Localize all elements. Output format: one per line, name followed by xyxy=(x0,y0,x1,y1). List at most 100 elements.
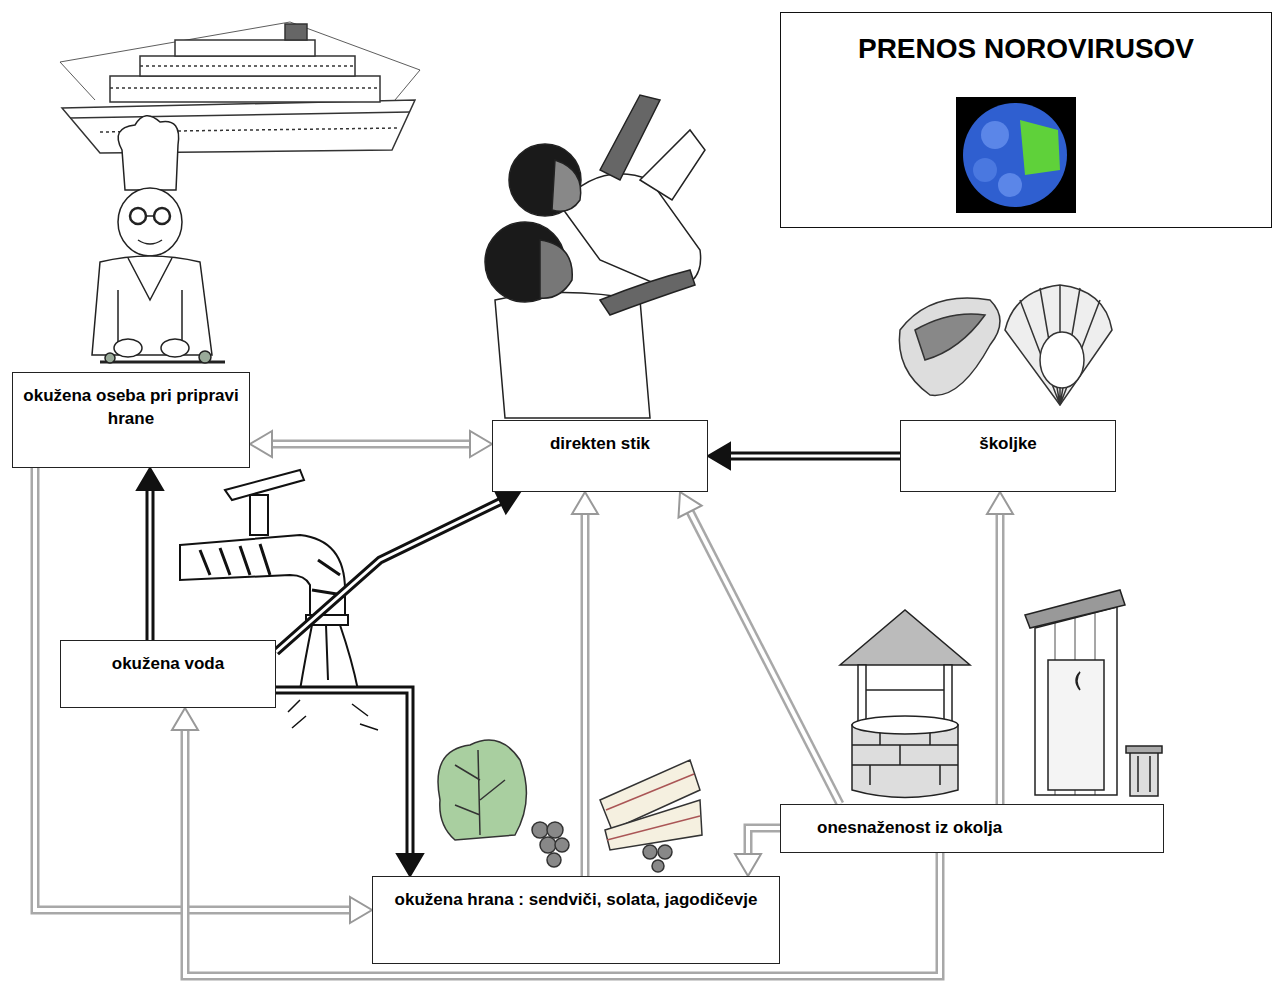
connector-line xyxy=(146,490,155,640)
shellfish xyxy=(1005,285,1112,405)
process-box: onesnaženost iz okolja xyxy=(780,804,1164,853)
process-box: okužena oseba pri pripravi hrane xyxy=(12,372,250,468)
norovirus-image xyxy=(1020,120,1060,175)
well xyxy=(840,610,970,665)
parent-and-child xyxy=(600,95,660,180)
arrow-head xyxy=(250,431,272,457)
box-label: okužena voda xyxy=(69,653,267,676)
connector-line xyxy=(730,452,900,461)
cruise-ship xyxy=(62,100,415,153)
connector-arrow xyxy=(35,468,372,923)
food xyxy=(547,853,561,867)
norovirus-image xyxy=(956,97,1076,213)
chef-figure xyxy=(118,188,182,256)
shellfish xyxy=(899,285,1112,405)
connector-line-inner xyxy=(149,490,152,640)
box-label: onesnaženost iz okolja xyxy=(817,817,1155,840)
connector-line xyxy=(690,512,840,804)
box-label: direkten stik xyxy=(501,433,699,456)
connector-arrow xyxy=(678,492,840,804)
trash-can xyxy=(1138,756,1150,792)
water-tap xyxy=(180,535,345,615)
parent-and-child xyxy=(600,270,695,315)
parent-and-child xyxy=(552,160,581,211)
food xyxy=(455,750,505,835)
connector-line-inner xyxy=(35,468,350,910)
arrow-head xyxy=(708,443,730,469)
parent-and-child xyxy=(485,95,705,418)
connector-line-inner xyxy=(998,514,1002,804)
food xyxy=(605,800,702,850)
process-box: direkten stik xyxy=(492,420,708,492)
food xyxy=(547,822,563,838)
connector-arrow xyxy=(735,828,780,876)
box-label: okužena oseba pri pripravi hrane xyxy=(21,385,241,431)
parent-and-child xyxy=(495,293,650,419)
outhouse xyxy=(1025,590,1125,795)
arrow-head xyxy=(137,468,163,490)
chef-figure xyxy=(92,256,212,355)
cruise-ship xyxy=(175,40,315,56)
arrow-head xyxy=(678,492,701,518)
diagram-title: PRENOS NOROVIRUSOV xyxy=(781,13,1271,65)
connector-line-inner xyxy=(583,514,587,876)
process-box: okužena hrana : sendviči, solata, jagodi… xyxy=(372,876,780,964)
well xyxy=(858,665,866,725)
connector-line-inner xyxy=(276,690,410,854)
arrow-head xyxy=(495,490,520,513)
shellfish xyxy=(899,298,1000,395)
connector-arrow xyxy=(708,443,900,469)
well xyxy=(866,689,944,691)
shellfish xyxy=(1040,332,1084,388)
chef-figure xyxy=(154,208,170,224)
connector-line-inner xyxy=(185,730,940,976)
water-tap xyxy=(288,700,378,730)
connector-line-inner xyxy=(748,828,780,854)
arrow-head xyxy=(397,854,423,876)
water-tap xyxy=(250,495,268,535)
well xyxy=(852,725,958,798)
food xyxy=(540,837,556,853)
food xyxy=(438,740,526,840)
shellfish xyxy=(1020,285,1100,405)
arrow-head xyxy=(172,708,198,730)
chef-figure xyxy=(138,240,162,244)
norovirus-image xyxy=(973,158,997,182)
norovirus-image xyxy=(956,97,1076,213)
food xyxy=(438,740,702,872)
connector-line xyxy=(185,730,940,976)
box-label: školjke xyxy=(909,433,1107,456)
food xyxy=(607,816,700,840)
chef-figure xyxy=(146,215,154,217)
arrow-head xyxy=(572,492,598,514)
chef-figure xyxy=(118,116,179,190)
box-label: okužena hrana : sendviči, solata, jagodi… xyxy=(381,889,771,912)
well xyxy=(944,665,952,725)
outhouse xyxy=(1076,672,1080,690)
connector-line xyxy=(272,440,470,449)
connector-arrow xyxy=(276,490,520,652)
food xyxy=(643,845,657,859)
arrow-head xyxy=(350,897,372,923)
connector-line xyxy=(35,468,350,910)
parent-and-child xyxy=(540,240,572,298)
outhouse xyxy=(1048,660,1104,790)
cruise-ship xyxy=(60,22,420,153)
chef-figure xyxy=(114,339,142,357)
connector-line xyxy=(748,828,780,854)
chef-figure xyxy=(130,208,146,224)
arrow-head xyxy=(735,854,761,876)
connector-line-inner xyxy=(276,502,500,652)
food xyxy=(658,845,672,859)
connector-arrow xyxy=(250,431,492,457)
connector-line-inner xyxy=(690,512,840,804)
connector-arrow xyxy=(137,468,163,640)
well xyxy=(852,716,958,734)
norovirus-image xyxy=(963,103,1067,207)
process-box: školjke xyxy=(900,420,1116,492)
connector-line xyxy=(996,514,1005,804)
norovirus-image xyxy=(981,121,1009,149)
connector-line-inner xyxy=(730,455,900,458)
